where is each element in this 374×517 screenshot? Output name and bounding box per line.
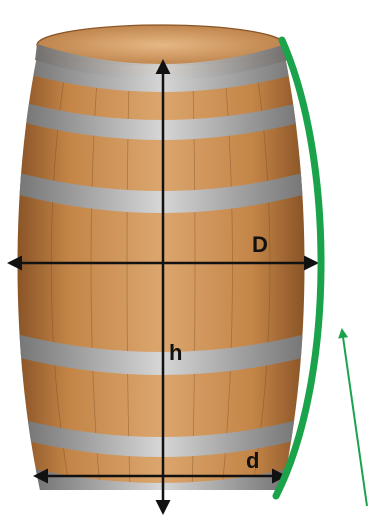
label-h: h: [169, 340, 182, 365]
hoop-1: [20, 55, 305, 92]
label-d: d: [246, 448, 259, 473]
barrel-body: [17, 42, 305, 490]
hoop-top-rim: [35, 44, 288, 80]
stave-profile-curve: [272, 36, 325, 500]
label-D: D: [252, 232, 268, 257]
profile-pointer-arrow: [338, 328, 368, 507]
